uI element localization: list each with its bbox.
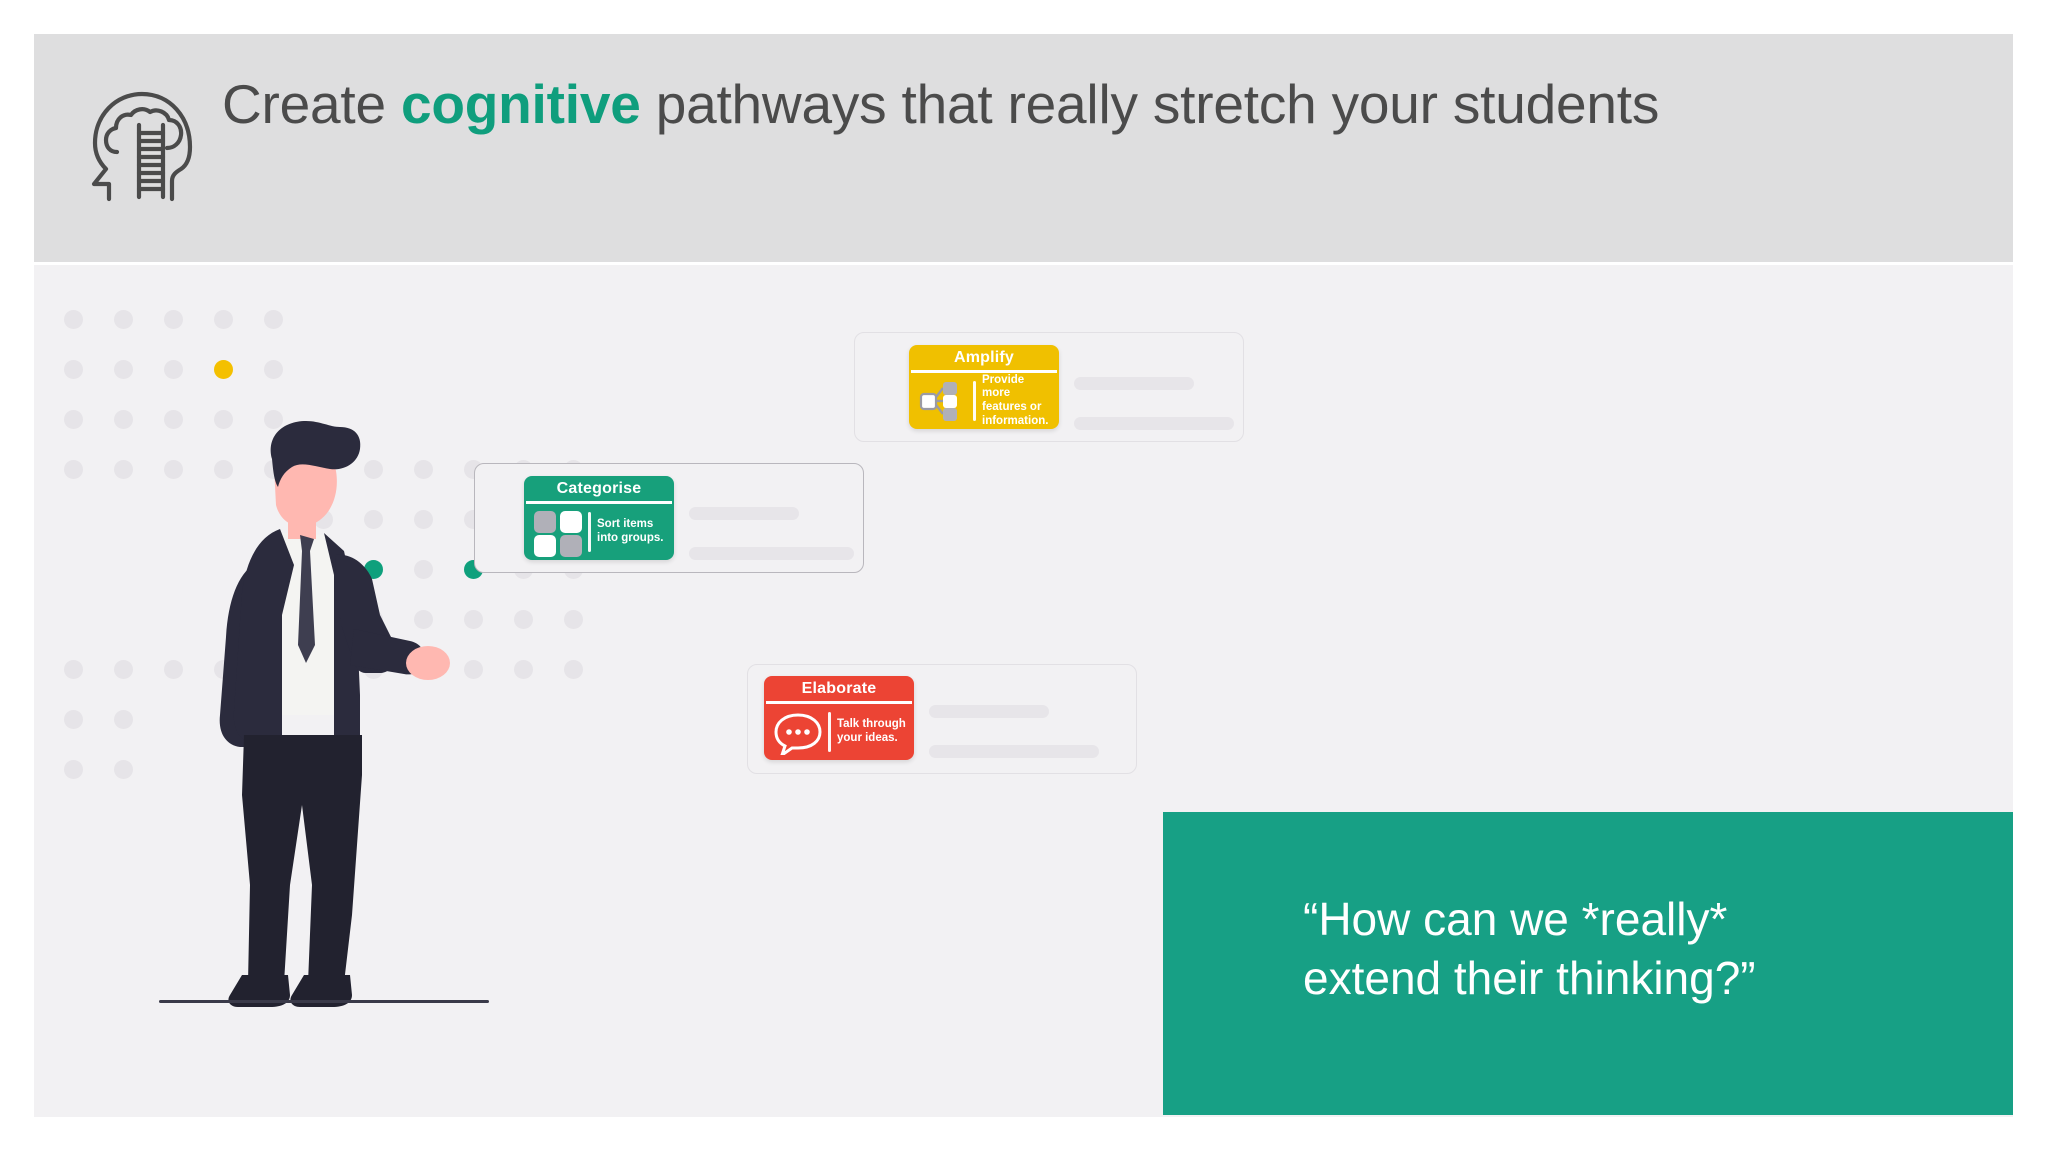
grid-dot	[164, 660, 183, 679]
card-amplify-separator	[911, 370, 1057, 373]
grid-dot	[214, 460, 233, 479]
grid-dot	[564, 610, 583, 629]
grid-dot	[64, 710, 83, 729]
grid-dot	[64, 360, 83, 379]
title-suffix: pathways that really stretch your studen…	[640, 73, 1660, 135]
grid-dot	[414, 510, 433, 529]
grid-dot	[414, 610, 433, 629]
card-categorise-title: Categorise	[556, 480, 642, 497]
node-branch-icon	[915, 378, 971, 424]
grid-dot	[164, 310, 183, 329]
title-highlight: cognitive	[400, 73, 641, 135]
four-squares-grid-icon	[530, 509, 586, 557]
grid-dot	[64, 410, 83, 429]
grid-dot	[214, 310, 233, 329]
quote-line-1: “How can we *really*	[1303, 893, 1728, 945]
grid-dot	[164, 410, 183, 429]
page-title: Create cognitive pathways that really st…	[222, 70, 1742, 139]
grid-dot	[164, 460, 183, 479]
grid-dot	[514, 660, 533, 679]
card-elaborate-title: Elaborate	[801, 680, 877, 697]
grid-dot	[114, 760, 133, 779]
grid-dot	[64, 760, 83, 779]
quote-panel: “How can we *really* extend their thinki…	[1163, 812, 2013, 1115]
grid-dot-accent	[214, 360, 233, 379]
card-categorise-description: Sort items into groups.	[597, 518, 664, 544]
skeleton-bar	[689, 507, 799, 520]
card-elaborate-divider	[828, 712, 831, 752]
grid-dot	[214, 410, 233, 429]
card-categorise[interactable]: Categorise Sort items into groups.	[524, 476, 674, 560]
skeleton-bar	[689, 547, 854, 560]
card-elaborate[interactable]: Elaborate Talk through your ideas.	[764, 676, 914, 760]
ground-line	[159, 1000, 489, 1003]
grid-dot	[264, 360, 283, 379]
title-prefix: Create	[222, 73, 401, 135]
quote-line-2: extend their thinking?”	[1303, 951, 1756, 1004]
grid-dot	[114, 460, 133, 479]
speech-bubble-icon	[770, 709, 826, 759]
skeleton-bar	[929, 745, 1099, 758]
card-elaborate-separator	[766, 701, 912, 704]
grid-dot	[264, 310, 283, 329]
grid-dot	[414, 560, 433, 579]
header-band: Create cognitive pathways that really st…	[34, 34, 2013, 262]
head-with-ladder-icon	[84, 69, 194, 204]
grid-dot	[364, 460, 383, 479]
grid-dot	[364, 510, 383, 529]
grid-dot	[114, 410, 133, 429]
grid-dot	[64, 460, 83, 479]
man-in-suit-illustration	[184, 415, 504, 1025]
grid-dot	[64, 310, 83, 329]
quote-text: “How can we *really* extend their thinki…	[1303, 890, 1903, 1008]
card-amplify-title: Amplify	[953, 349, 1015, 366]
card-amplify[interactable]: Amplify Provide more features or inf	[909, 345, 1059, 429]
card-categorise-divider	[588, 512, 591, 552]
card-elaborate-description: Talk through your ideas.	[837, 718, 906, 744]
grid-dot	[64, 660, 83, 679]
grid-dot	[564, 660, 583, 679]
grid-dot	[114, 310, 133, 329]
grid-dot	[114, 660, 133, 679]
skeleton-bar	[929, 705, 1049, 718]
grid-dot	[114, 710, 133, 729]
skeleton-bar	[1074, 417, 1234, 430]
grid-dot	[164, 360, 183, 379]
grid-dot	[264, 410, 283, 429]
grid-dot	[514, 610, 533, 629]
grid-dot	[414, 460, 433, 479]
card-categorise-separator	[526, 501, 672, 504]
grid-dot	[464, 660, 483, 679]
grid-dot	[114, 360, 133, 379]
card-amplify-description: Provide more features or information.	[982, 373, 1049, 427]
skeleton-bar	[1074, 377, 1194, 390]
grid-dot	[464, 610, 483, 629]
card-amplify-divider	[973, 381, 976, 421]
